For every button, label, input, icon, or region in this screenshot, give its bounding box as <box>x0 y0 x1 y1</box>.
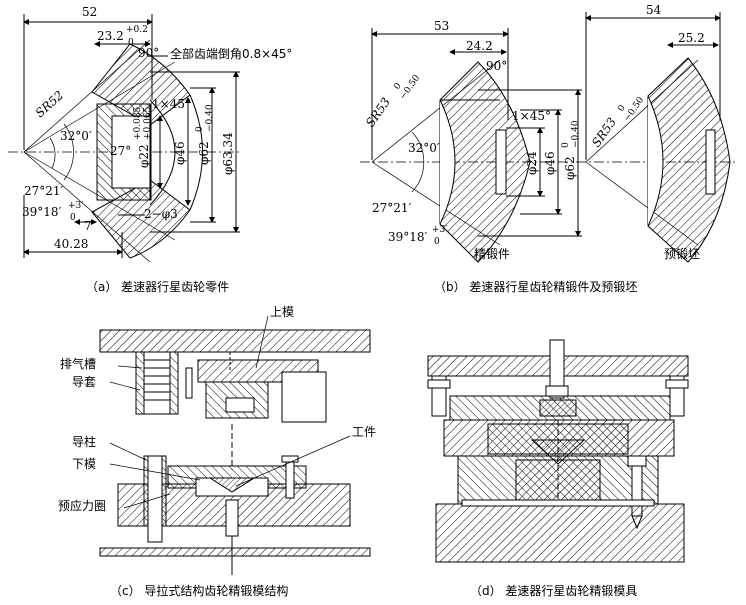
b-sr53-tol-up: 0 <box>392 81 404 92</box>
b-sr53: SR53 <box>363 95 393 130</box>
b-sr53-preform: SR53 <box>589 115 619 150</box>
a-angle-27: 27° <box>110 144 131 158</box>
figure-a-drawing <box>8 14 240 263</box>
b-dim-54: 54 <box>646 3 662 17</box>
c-label-vent: 排气槽 <box>60 356 96 371</box>
b-angle-27-21: 27°21′ <box>372 201 412 215</box>
a-dim-23-2-tol-up: +0.2 <box>126 25 148 35</box>
b-angle-39-18: 39°18′ <box>388 230 428 244</box>
a-holes: 2−φ3 <box>144 207 178 221</box>
b-angle-90: 90° <box>486 59 507 73</box>
a-phi62-tol-up: 0 <box>195 126 205 132</box>
b-phi24: φ24 <box>525 151 539 175</box>
caption-d: （d） 差速器行星齿轮精锻模具 <box>470 584 638 598</box>
c-label-lower-die: 下模 <box>72 457 96 471</box>
a-dim-23-2: 23.2 <box>97 29 124 43</box>
b-sr53-preform-tol-up: 0 <box>616 103 628 114</box>
b-angle-39-tol-lo: 0 <box>434 237 440 247</box>
a-angle-39-tol-lo: 0 <box>70 213 76 223</box>
c-label-guide-sleeve: 导套 <box>72 375 96 389</box>
c-label-upper-die: 上模 <box>270 305 294 319</box>
a-phi22: φ22 <box>137 144 151 168</box>
a-dim-40-28: 40.28 <box>54 237 88 251</box>
figure-b-drawing <box>360 12 735 263</box>
b-angle-32: 32°0′ <box>408 141 440 155</box>
a-angle-39-18: 39°18′ <box>22 205 62 219</box>
a-phi63: φ63.34 <box>221 132 235 175</box>
a-dim-7: 7 <box>84 219 92 233</box>
b-chamfer-1x45: 1×45° <box>512 109 551 123</box>
b-dim-24-2: 24.2 <box>466 39 493 53</box>
a-angle-90: 90° <box>138 46 159 60</box>
a-chamfer-1x45: 1×45° <box>152 97 191 111</box>
b-phi62-tol-up: 0 <box>561 142 571 148</box>
b-dim-53: 53 <box>434 19 449 33</box>
caption-a: （a） 差速器行星齿轮零件 <box>86 280 230 294</box>
c-label-workpiece: 工件 <box>352 425 376 439</box>
b-label-preform: 预锻坯 <box>664 247 700 261</box>
a-phi62-tol-lo: −0.40 <box>205 104 215 132</box>
a-sr52: SR52 <box>33 88 67 120</box>
caption-b: （b） 差速器行星齿轮精锻件及预锻坯 <box>434 280 638 294</box>
a-dim-23-2-tol-lo: 0 <box>128 38 134 48</box>
a-phi46: φ46 <box>173 141 187 165</box>
a-angle-27-21: 27°21′ <box>24 184 64 198</box>
b-label-finish-forging: 精锻件 <box>474 247 510 261</box>
b-phi62: φ62 <box>563 156 577 180</box>
a-phi22-tol-lo: +0.065 <box>143 106 153 140</box>
a-phi22-tol-up: +0.085 <box>133 106 143 140</box>
a-angle-32: 32°0′ <box>60 129 92 143</box>
caption-c: （c） 导拉式结构齿轮精锻模结构 <box>110 584 289 598</box>
a-phi62: φ62 <box>197 141 211 165</box>
b-phi46: φ46 <box>543 151 557 175</box>
figure-d-drawing <box>427 339 689 563</box>
b-phi62-tol-lo: −0.40 <box>571 120 581 148</box>
a-dim-52: 52 <box>82 5 97 19</box>
b-angle-39-tol-up: +3′ <box>432 225 447 235</box>
b-dim-25-2: 25.2 <box>678 31 705 45</box>
a-chamfer-note: 全部齿端倒角0.8×45° <box>170 46 292 61</box>
c-label-guide-pillar: 导柱 <box>72 434 96 449</box>
figure-c-drawing <box>99 315 371 575</box>
c-label-prestress-ring: 预应力圈 <box>58 498 106 513</box>
a-angle-39-tol-up: +3′ <box>68 201 83 211</box>
